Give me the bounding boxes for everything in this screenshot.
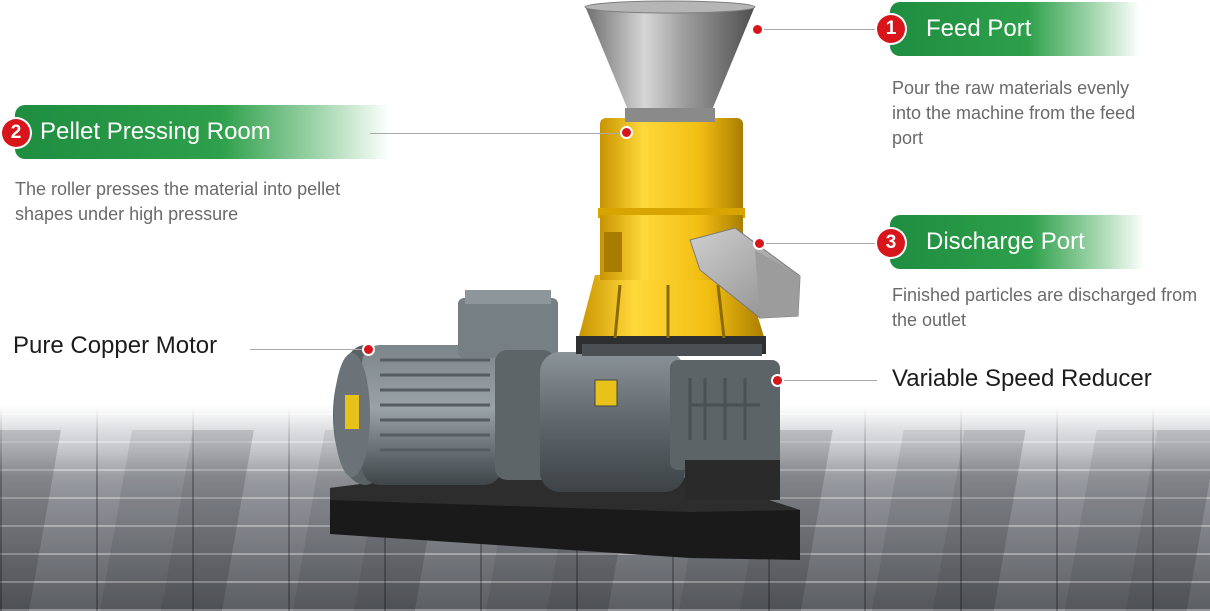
motor-leader-line xyxy=(250,349,366,350)
discharge-port-marker-dot xyxy=(755,239,764,248)
reducer-leader-line xyxy=(784,380,877,381)
feed-port-description: Pour the raw materials evenly into the m… xyxy=(892,78,1136,148)
motor-marker-dot xyxy=(364,345,373,354)
reducer-label: Variable Speed Reducer xyxy=(892,365,1152,392)
discharge-port-title: Discharge Port xyxy=(926,228,1085,255)
feed-port-leader-line xyxy=(762,29,890,30)
feed-port-title: Feed Port xyxy=(926,15,1032,42)
discharge-port-leader-line xyxy=(764,243,890,244)
discharge-port-number-badge: 3 xyxy=(877,229,905,257)
pellet-pressing-room-title-bar: Pellet Pressing Room xyxy=(15,105,390,159)
feed-port-number-badge: 1 xyxy=(877,15,905,43)
pellet-pressing-room-description: The roller presses the material into pel… xyxy=(15,179,341,224)
discharge-port-title-bar: Discharge Port xyxy=(890,215,1145,269)
pellet-pressing-room-marker-dot xyxy=(622,128,631,137)
pellet-pressing-room-leader-line xyxy=(370,133,626,134)
motor-label: Pure Copper Motor xyxy=(13,332,218,359)
feed-port-title-bar: Feed Port xyxy=(890,2,1140,56)
pellet-pressing-room-number-badge: 2 xyxy=(2,119,30,147)
reducer-marker-dot xyxy=(773,376,782,385)
feed-port-marker-dot xyxy=(753,25,762,34)
pellet-pressing-room-title: Pellet Pressing Room xyxy=(40,118,271,145)
discharge-port-description: Finished particles are discharged from t… xyxy=(892,285,1198,330)
